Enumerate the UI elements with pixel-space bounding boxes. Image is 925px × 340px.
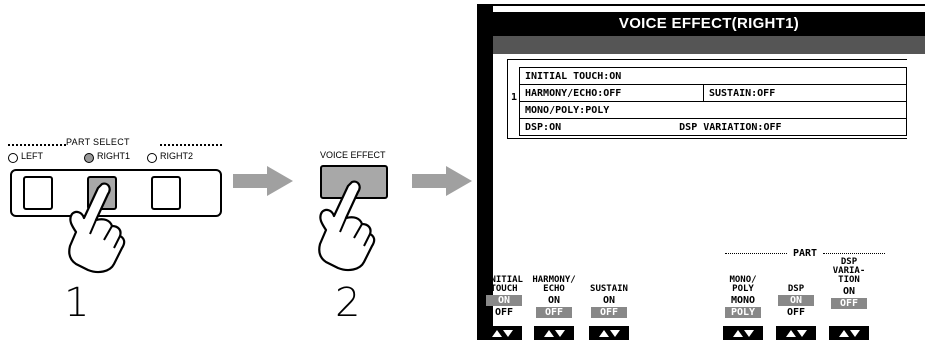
control-label: INITIAL TOUCH (485, 275, 523, 294)
option-off: OFF (494, 307, 514, 318)
led-label-right2: RIGHT2 (160, 151, 194, 161)
harmony-echo-arrows[interactable] (534, 326, 574, 340)
down-arrow-icon (744, 330, 754, 337)
down-arrow-icon (850, 330, 860, 337)
sustain-cell[interactable]: SUSTAIN:OFF (703, 84, 907, 102)
initial-touch-control[interactable]: INITIAL TOUCH ON OFF (479, 275, 529, 319)
mono-poly-arrows[interactable] (723, 326, 763, 340)
table-row: HARMONY/ECHO:OFF SUSTAIN:OFF (519, 84, 907, 102)
control-label: SUSTAIN (590, 284, 628, 294)
dsp-variation-control[interactable]: DSP VARIA- TION ON OFF (825, 258, 873, 309)
up-arrow-icon (492, 330, 502, 337)
control-label: MONO/ POLY (729, 275, 757, 294)
pointing-hand-icon (68, 182, 126, 274)
harmony-echo-control[interactable]: HARMONY/ ECHO ON OFF (529, 276, 579, 318)
down-arrow-icon (797, 330, 807, 337)
down-arrow-icon (610, 330, 620, 337)
part-left-button[interactable] (23, 176, 53, 210)
dsp-variation-cell[interactable]: DSP VARIATION:OFF (679, 121, 782, 133)
up-arrow-icon (839, 330, 849, 337)
mono-poly-cell[interactable]: MONO/POLY:POLY (519, 101, 907, 119)
option-on: ON (842, 286, 856, 297)
lcd-band (493, 36, 925, 54)
part-select-leds: LEFT RIGHT1 RIGHT2 (0, 151, 240, 165)
option-poly: POLY (725, 307, 761, 318)
led-icon (8, 153, 18, 163)
up-arrow-icon (599, 330, 609, 337)
dsp-variation-arrows[interactable] (829, 326, 869, 340)
step-number-1: 1 (64, 280, 90, 326)
up-arrow-icon (733, 330, 743, 337)
arrow-right-icon (412, 166, 472, 196)
control-label: DSP (787, 284, 805, 294)
option-on: ON (778, 295, 814, 306)
divider (160, 144, 222, 146)
led-icon (147, 153, 157, 163)
sustain-control[interactable]: SUSTAIN ON OFF (585, 285, 633, 318)
down-arrow-icon (503, 330, 513, 337)
mono-poly-control[interactable]: MONO/ POLY MONO POLY (719, 276, 767, 318)
harmony-echo-cell[interactable]: HARMONY/ECHO:OFF (519, 84, 704, 102)
part-right2-button[interactable] (151, 176, 181, 210)
arrow-right-icon (233, 166, 293, 196)
settings-table: INITIAL TOUCH:ON HARMONY/ECHO:OFF SUSTAI… (519, 67, 907, 136)
pointing-hand-icon (318, 180, 376, 272)
dsp-cell[interactable]: DSP:ON (525, 121, 562, 133)
table-row: DSP:ON DSP VARIATION:OFF (519, 118, 907, 136)
row-number: 1 (511, 92, 518, 103)
option-on: ON (602, 295, 616, 306)
dsp-row: DSP:ON DSP VARIATION:OFF (519, 118, 907, 136)
lcd-title: VOICE EFFECT(RIGHT1) (493, 12, 925, 36)
option-off: OFF (786, 307, 806, 318)
divider (8, 144, 66, 146)
sustain-arrows[interactable] (589, 326, 629, 340)
lcd-body: 1 INITIAL TOUCH:ON HARMONY/ECHO:OFF SUST… (482, 54, 925, 340)
control-label: HARMONY/ ECHO (532, 275, 576, 294)
initial-touch-arrows[interactable] (482, 326, 522, 340)
part-group-label: PART (715, 248, 895, 259)
down-arrow-icon (555, 330, 565, 337)
dsp-arrows[interactable] (776, 326, 816, 340)
option-off: OFF (536, 307, 572, 318)
led-label-left: LEFT (21, 151, 44, 161)
voice-effect-label: VOICE EFFECT (320, 150, 386, 160)
option-off: OFF (831, 298, 867, 309)
initial-touch-cell[interactable]: INITIAL TOUCH:ON (519, 67, 907, 85)
option-on: ON (547, 295, 561, 306)
option-mono: MONO (730, 295, 756, 306)
led-label-right1: RIGHT1 (97, 151, 131, 161)
settings-frame (507, 59, 907, 139)
part-select-button-frame (10, 169, 222, 217)
table-row: INITIAL TOUCH:ON (519, 67, 907, 85)
option-on: ON (486, 295, 522, 306)
led-icon (84, 153, 94, 163)
option-off: OFF (591, 307, 627, 318)
up-arrow-icon (786, 330, 796, 337)
step-number-2: 2 (335, 280, 361, 326)
up-arrow-icon (544, 330, 554, 337)
dsp-control[interactable]: DSP ON OFF (773, 285, 819, 318)
lcd-screen: VOICE EFFECT(RIGHT1) 1 INITIAL TOUCH:ON … (477, 4, 925, 340)
part-select-title: PART SELECT (66, 137, 130, 147)
control-label: DSP VARIA- TION (832, 257, 866, 285)
table-row: MONO/POLY:POLY (519, 101, 907, 119)
lcd-left-bar (479, 6, 493, 340)
